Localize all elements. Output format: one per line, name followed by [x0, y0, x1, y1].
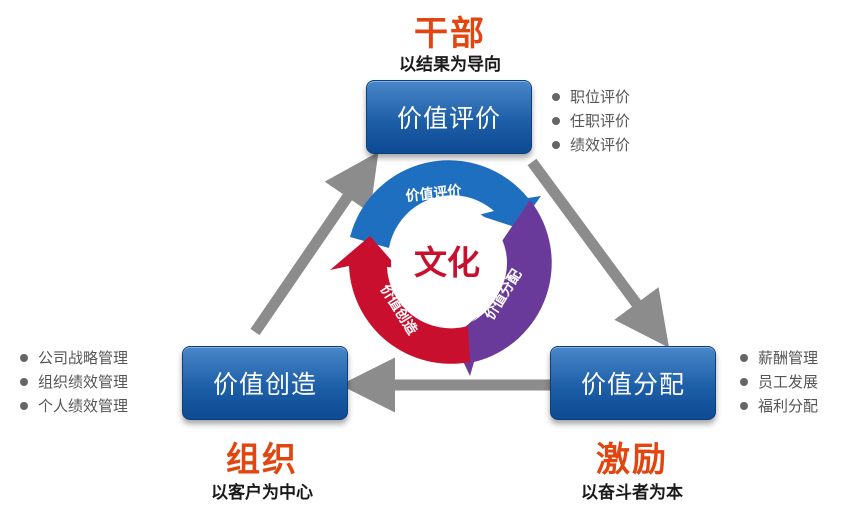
- left-bullet-list: 公司战略管理 组织绩效管理 个人绩效管理: [16, 346, 176, 418]
- list-item: 职位评价: [548, 85, 678, 109]
- value-distribution-box: 价值分配: [550, 346, 716, 420]
- left-subheading: 以客户为中心: [211, 483, 313, 503]
- list-item: 公司战略管理: [16, 346, 176, 370]
- cycle-segment-distribution: [452, 200, 552, 376]
- right-bullet-list: 薪酬管理 员工发展 福利分配: [736, 346, 856, 418]
- arrow-evaluation-to-distribution: [527, 158, 670, 348]
- list-item: 薪酬管理: [736, 346, 856, 370]
- list-item: 员工发展: [736, 370, 856, 394]
- top-heading: 干部: [414, 14, 486, 54]
- cycle-center: [391, 205, 507, 321]
- list-item: 福利分配: [736, 394, 856, 418]
- top-subheading: 以结果为导向: [399, 55, 501, 75]
- left-heading: 组织: [226, 440, 298, 480]
- culture-label: 文化: [414, 243, 480, 282]
- right-heading: 激励: [596, 440, 668, 480]
- list-item: 任职评价: [548, 109, 678, 133]
- arrow-creation-to-evaluation: [250, 151, 379, 336]
- cycle-segment-creation: [330, 236, 470, 364]
- value-evaluation-box: 价值评价: [366, 80, 532, 154]
- list-item: 绩效评价: [548, 133, 678, 157]
- right-subheading: 以奋斗者为本: [581, 483, 683, 503]
- cycle-segment-evaluation: [350, 160, 541, 248]
- top-bullet-list: 职位评价 任职评价 绩效评价: [548, 85, 678, 157]
- list-item: 个人绩效管理: [16, 394, 176, 418]
- value-creation-box: 价值创造: [182, 346, 348, 420]
- list-item: 组织绩效管理: [16, 370, 176, 394]
- cycle-label-evaluation: 价值评价: [405, 182, 463, 205]
